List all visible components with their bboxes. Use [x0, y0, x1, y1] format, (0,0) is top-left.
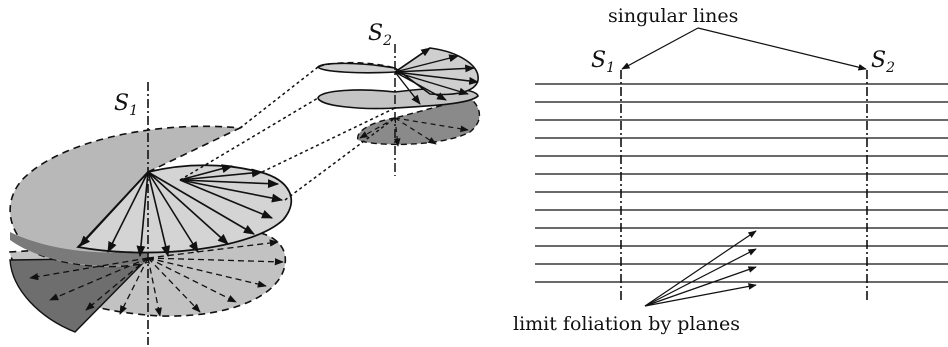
label-s2-left: S2	[368, 21, 392, 49]
label-s2-right: S2	[871, 48, 895, 76]
s2-dashed-top	[317, 61, 396, 69]
singular-arrows	[621, 27, 867, 71]
helicoid-s1	[9, 82, 293, 345]
label-s1-left: S1	[114, 91, 138, 119]
s2-lower-sheet	[357, 97, 481, 146]
left-panel: S1 S2	[9, 21, 481, 345]
foliation-arrows	[644, 230, 757, 307]
right-panel: singular lines S1 S2 limit foliation by …	[513, 5, 948, 335]
dark-flap	[9, 257, 150, 333]
annotation-singular-lines: singular lines	[608, 5, 738, 27]
solid-sheet	[76, 164, 293, 254]
dashed-arrows	[29, 239, 284, 317]
connection-lines	[179, 66, 396, 201]
s2-dashed-arrows	[359, 117, 469, 147]
shadow-band	[10, 232, 148, 266]
annotation-limit-foliation: limit foliation by planes	[513, 313, 740, 335]
solid-arrows	[79, 164, 284, 258]
helicoid-s2	[316, 44, 481, 176]
foliation-lines	[535, 83, 948, 283]
s2-arrows	[394, 47, 479, 105]
label-s1-right: S1	[591, 48, 615, 76]
